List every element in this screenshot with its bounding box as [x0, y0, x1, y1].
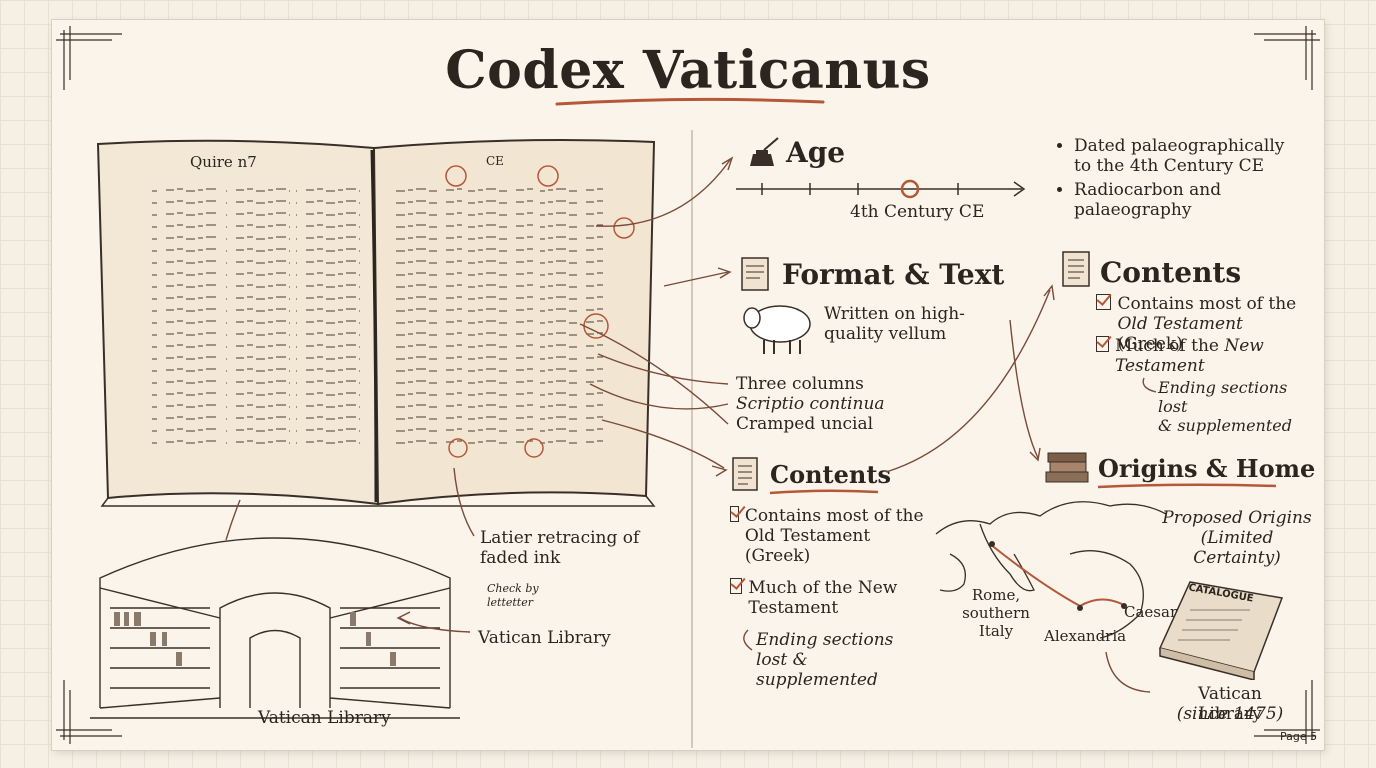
check-note: Check by lettetter [487, 582, 539, 609]
checkbox-icon [1096, 294, 1112, 310]
age-bullets: Dated palaeographically to the 4th Centu… [1058, 136, 1304, 224]
library-arrow-label: Vatican Library [478, 628, 611, 648]
contents-left-note: Ending sections lost & supplemented [756, 630, 894, 690]
mediterranean-map [935, 501, 1167, 639]
checkbox-icon [730, 506, 739, 522]
catalogue-book-icon [1158, 581, 1284, 680]
home-since: (since 1475) [1176, 704, 1284, 724]
contents-right-item-2: Much of the New Testament [1096, 336, 1306, 376]
contents-left-item-2: Much of the New Testament [730, 578, 930, 618]
quire-label: Quire n7 [190, 153, 257, 171]
origins-heading: Origins & Home [1098, 454, 1316, 483]
codex-illustration [96, 139, 656, 507]
sheep-icon [743, 305, 811, 354]
library-caption: Vatican Library [258, 708, 391, 728]
home-label: Vatican Library [1198, 684, 1262, 724]
feature-scriptio: Scriptio continua [736, 394, 885, 414]
format-heading: Format & Text [782, 258, 1005, 291]
books-icon [1045, 452, 1089, 483]
feature-columns: Three columns [736, 374, 864, 394]
age-timeline-label: 4th Century CE [850, 202, 985, 222]
library-sketch [90, 537, 460, 719]
vellum-text: Written on high-quality vellum [824, 304, 965, 344]
proposed-origins: Proposed Origins (Limited Certainty) [1162, 508, 1312, 568]
inkwell-icon [750, 137, 779, 166]
checklist-icon-right [1062, 251, 1090, 287]
retracing-note: Latier retracing of faded ink [480, 528, 640, 568]
scroll-icon [741, 257, 769, 291]
origins-underline [1097, 483, 1277, 489]
contents-left-underline [769, 489, 879, 495]
checkbox-icon [730, 578, 743, 594]
contents-left-heading: Contents [770, 460, 891, 489]
contents-left-item-1: Contains most of the Old Testament (Gree… [730, 506, 930, 566]
title-underline [555, 97, 825, 106]
age-bullet-1: Dated palaeographically to the 4th Centu… [1074, 136, 1304, 176]
ce-marginal-label: CE [486, 154, 504, 168]
origin-rome: Rome, southern Italy [962, 586, 1030, 640]
age-bullet-2: Radiocarbon and palaeography [1074, 180, 1304, 220]
contents-right-note: Ending sections lost& supplemented [1158, 378, 1292, 435]
checklist-icon-left [732, 457, 758, 491]
page-title: Codex Vaticanus [445, 40, 931, 101]
page-number: Page 5 [1280, 730, 1318, 743]
origin-alexandria: Alexandria [1044, 627, 1127, 645]
checkbox-icon [1096, 336, 1109, 352]
age-timeline [736, 179, 1026, 199]
contents-right-heading: Contents [1100, 256, 1242, 289]
feature-uncial: Cramped uncial [736, 414, 874, 434]
age-heading: Age [786, 136, 846, 169]
